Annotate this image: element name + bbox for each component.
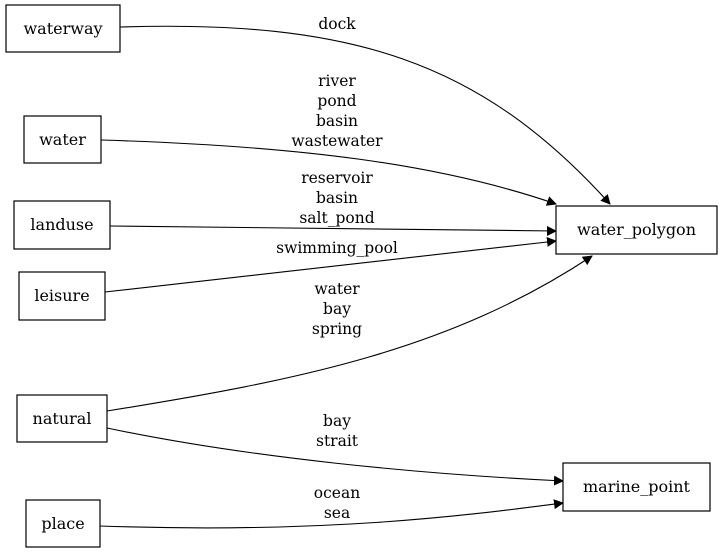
edge-label: ocean [314, 484, 360, 502]
edge-label: basin [316, 112, 358, 130]
edge-label: water [314, 280, 360, 298]
edge-labels: dock river pond basin wastewater reservo… [276, 15, 398, 522]
edge-label: dock [318, 15, 356, 33]
node-label: leisure [34, 286, 89, 305]
node-water_polygon: water_polygon [555, 205, 718, 255]
node-marine_point: marine_point [562, 462, 711, 512]
edge-label: bay [323, 412, 351, 430]
edge-label: pond [317, 92, 356, 110]
node-leisure: leisure [18, 271, 106, 321]
node-place: place [25, 499, 101, 548]
edge-waterway-to-water_polygon [119, 25, 611, 205]
edge-natural-to-marine_point [106, 427, 564, 486]
edge-label: bay [323, 300, 351, 318]
node-label: marine_point [583, 477, 691, 496]
edge-label: spring [312, 320, 362, 338]
node-label: water_polygon [577, 220, 696, 239]
node-label: place [41, 514, 84, 533]
edge-natural-to-water_polygon [106, 255, 593, 412]
edge-water-to-water_polygon [100, 139, 557, 206]
edge-leisure-to-water_polygon [104, 236, 557, 293]
edge-label: sea [324, 504, 350, 522]
edge-label: wastewater [291, 132, 383, 150]
node-landuse: landuse [13, 200, 111, 250]
node-label: landuse [30, 215, 93, 234]
node-label: water [39, 130, 86, 149]
node-label: natural [33, 409, 92, 428]
node-natural: natural [16, 394, 108, 443]
edge-label: swimming_pool [276, 239, 398, 257]
edge-label: salt_pond [299, 209, 374, 227]
edge-label: river [318, 72, 356, 90]
edges [99, 25, 611, 529]
node-water: water [23, 115, 102, 164]
node-waterway: waterway [5, 4, 121, 53]
edge-label: basin [316, 189, 358, 207]
edge-label: reservoir [301, 169, 373, 187]
edge-label: strait [316, 432, 359, 450]
node-label: waterway [23, 19, 102, 38]
edge-place-to-marine_point [99, 499, 564, 529]
